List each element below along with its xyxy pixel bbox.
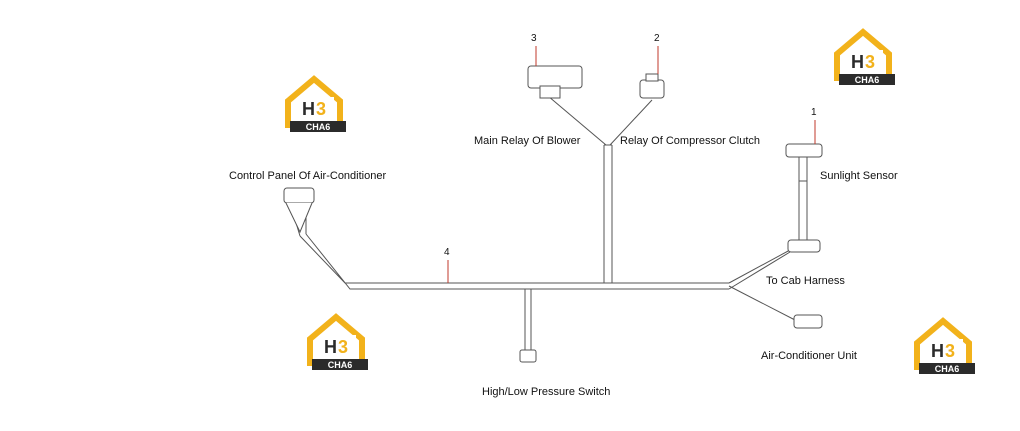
svg-text:3: 3 bbox=[945, 341, 955, 361]
compressor-relay-connector-top bbox=[645, 73, 659, 82]
label-to-cab-harness: To Cab Harness bbox=[766, 275, 845, 287]
svg-text:H: H bbox=[851, 52, 864, 72]
control-panel-connector bbox=[283, 187, 315, 204]
callout-3: 3 bbox=[531, 33, 537, 44]
label-sunlight-sensor: Sunlight Sensor bbox=[820, 170, 898, 182]
ac-unit-connector bbox=[793, 314, 823, 329]
watermark-logo-2: H 3 CHA6 bbox=[834, 28, 895, 85]
blower-relay-connector-body bbox=[539, 85, 561, 99]
sunlight-sensor-wire bbox=[798, 180, 808, 240]
compressor-relay-wire bbox=[609, 99, 653, 146]
watermark-logo-1: H 3 CHA6 bbox=[285, 75, 346, 132]
cab-harness-fanout bbox=[728, 249, 796, 321]
svg-text:3: 3 bbox=[316, 99, 326, 119]
sunlight-sensor-stem bbox=[798, 156, 808, 182]
callout-4: 4 bbox=[444, 247, 450, 258]
svg-text:CHA6: CHA6 bbox=[306, 122, 331, 132]
svg-text:H: H bbox=[324, 337, 337, 357]
compressor-relay-connector bbox=[639, 79, 665, 99]
control-panel-funnel bbox=[285, 202, 313, 234]
pressure-switch-connector bbox=[519, 349, 537, 363]
svg-text:CHA6: CHA6 bbox=[328, 360, 353, 370]
blower-relay-connector bbox=[527, 65, 583, 89]
blower-relay-wire bbox=[547, 95, 607, 146]
svg-text:3: 3 bbox=[865, 52, 875, 72]
watermark-logo-4: H 3 CHA6 bbox=[914, 317, 975, 374]
svg-text:H: H bbox=[931, 341, 944, 361]
svg-text:3: 3 bbox=[338, 337, 348, 357]
sunlight-sensor-connector bbox=[785, 143, 823, 158]
label-main-relay-blower: Main Relay Of Blower bbox=[474, 135, 581, 147]
label-pressure-switch: High/Low Pressure Switch bbox=[482, 386, 611, 398]
pressure-switch-wire bbox=[524, 289, 532, 350]
relay-trunk bbox=[603, 144, 613, 283]
label-relay-compressor-clutch: Relay Of Compressor Clutch bbox=[620, 135, 760, 147]
callout-1: 1 bbox=[811, 107, 817, 118]
label-control-panel: Control Panel Of Air-Conditioner bbox=[229, 170, 387, 182]
watermark-logo-3: H 3 CHA6 bbox=[307, 313, 368, 370]
svg-text:H: H bbox=[302, 99, 315, 119]
svg-text:CHA6: CHA6 bbox=[935, 364, 960, 374]
cab-harness-connector bbox=[787, 239, 821, 253]
label-ac-unit: Air-Conditioner Unit bbox=[761, 350, 857, 362]
callout-2: 2 bbox=[654, 33, 660, 44]
main-harness bbox=[299, 233, 729, 290]
svg-text:CHA6: CHA6 bbox=[855, 75, 880, 85]
